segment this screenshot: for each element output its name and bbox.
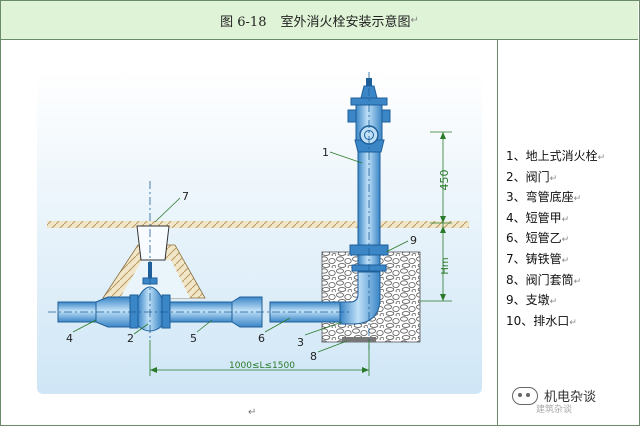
column-divider [497,40,498,425]
valve-flange-right [161,294,171,329]
paragraph-mark: ↵ [549,173,558,184]
diagram-stage: 450 Hm 1000≤L≤1500 1 2 3 4 [0,40,497,425]
legend-item: 1、地上式消火栓↵ [506,146,605,167]
legend-item: 3、弯管底座↵ [506,187,605,208]
legend-item-text: 3、弯管底座 [506,190,574,205]
legend-item: 4、短管甲↵ [506,208,605,229]
hydrant-operating-nut [366,78,372,86]
dim-hm-label: Hm [440,257,451,274]
legend-item-text: 8、阀门套筒 [506,272,574,287]
paragraph-mark: ↵ [561,235,570,246]
paragraph-mark: ↵ [410,14,419,26]
legend-item: 7、铸铁管↵ [506,249,605,270]
paragraph-mark: ↵ [561,214,570,225]
callout-1: 1 [322,146,329,159]
paragraph-mark: ↵ [561,255,570,266]
legend-item: 2、阀门↵ [506,167,605,188]
figure-title-bar: 图 6-18 室外消火栓安装示意图 ↵ [1,1,638,40]
hydrant-diagram: 450 Hm 1000≤L≤1500 1 2 3 4 [37,70,482,394]
watermark: 机电杂谈 [512,386,596,405]
legend-item-text: 4、短管甲 [506,210,562,225]
callout-4: 4 [66,332,73,345]
watermark-text: 机电杂谈 [544,390,597,405]
valve-sleeve [136,225,170,261]
legend-item-text: 2、阀门 [506,169,550,184]
dim-450-label: 450 [438,170,451,191]
diagram-background [37,70,482,394]
paragraph-mark: ↵ [549,297,558,308]
legend-item-text: 10、排水口 [506,313,570,328]
hydrant-right-outlet [381,109,391,123]
legend-item: 6、短管乙↵ [506,228,605,249]
callout-5: 5 [190,332,197,345]
legend-item: 9、支墩↵ [506,290,605,311]
legend-item-text: 1、地上式消火栓 [506,149,598,163]
valve-stem [148,262,152,278]
callout-7: 7 [182,190,189,203]
leader-lines [72,151,409,353]
parts-legend: 1、地上式消火栓↵ 2、阀门↵ 3、弯管底座↵ 4、短管甲↵ 6、短管乙↵ 7、… [506,146,605,331]
legend-item: 10、排水口↵ [506,311,605,332]
ground-surface [47,221,469,228]
paragraph-mark: ↵ [597,153,606,163]
callout-9: 9 [410,234,417,247]
hydrant-head-neck [354,139,385,153]
legend-item: 8、阀门套筒↵ [506,270,605,291]
paragraph-mark: ↵ [573,194,582,205]
hydrant-left-outlet [347,109,357,123]
watermark-subtext: 建筑杂谈 [536,405,573,415]
valve-flange-left [129,294,139,329]
callout-8: 8 [310,350,317,363]
legend-item-text: 9、支墩 [506,293,550,308]
figure-number: 图 6-18 [220,14,267,30]
legend-item-text: 7、铸铁管 [506,251,562,266]
paragraph-mark: ↵ [569,317,577,328]
legend-item-text: 6、短管乙 [506,231,562,246]
callout-2: 2 [127,332,134,345]
paragraph-mark: ↵ [573,276,582,287]
drain-base [342,337,376,342]
wechat-icon [512,386,538,405]
dim-span-label: 1000≤L≤1500 [229,361,295,371]
callout-6: 6 [258,332,265,345]
figure-title: 室外消火栓安装示意图 [280,14,411,30]
footer-paragraph-mark: ↵ [248,407,257,418]
callout-3: 3 [297,336,304,349]
callout-labels: 1 2 3 4 5 6 7 8 9 [66,146,417,363]
